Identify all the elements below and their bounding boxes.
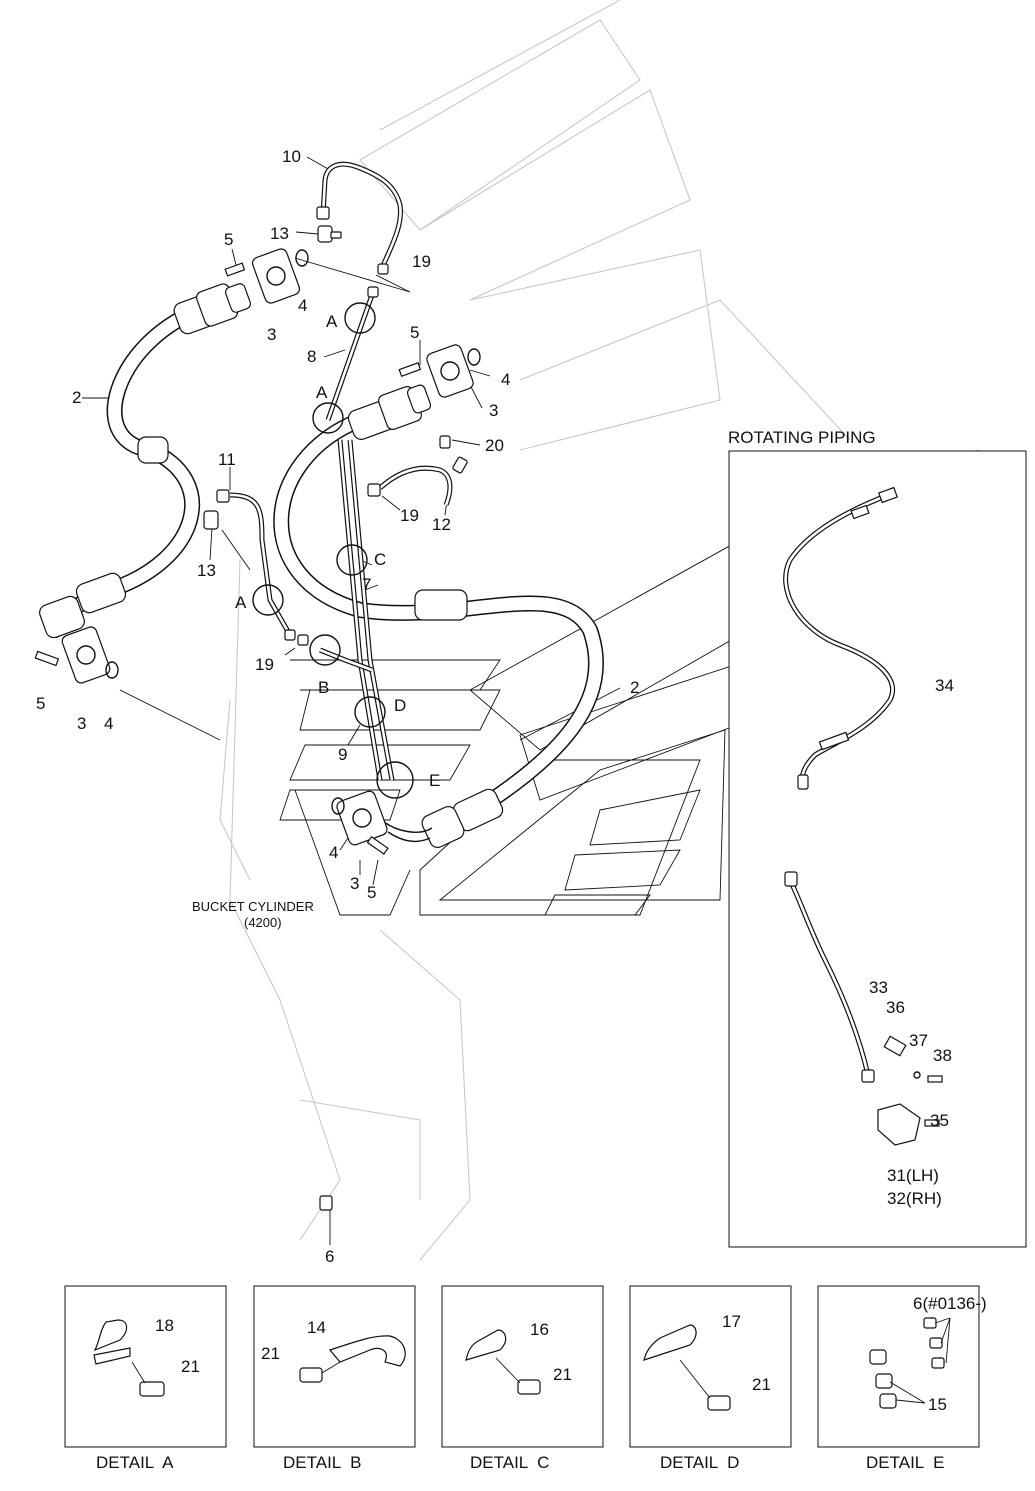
callout-label: 37 xyxy=(909,1031,928,1050)
callout-label: 38 xyxy=(933,1046,952,1065)
callout-label: 10 xyxy=(282,147,301,166)
callout-label: 4 xyxy=(104,714,113,733)
callout-label: 3 xyxy=(350,874,359,893)
rotating-piping-panel xyxy=(728,450,1027,1248)
callout-label: 19 xyxy=(412,252,431,271)
detail-caption: DETAIL B xyxy=(283,1453,361,1472)
callout-label: 7 xyxy=(362,575,371,594)
detail-caption: DETAIL D xyxy=(660,1453,739,1472)
detail-d-label: 21 xyxy=(752,1375,771,1394)
callout-label: D xyxy=(394,696,406,715)
detail-e-label: 6(#0136-) xyxy=(913,1294,987,1313)
callout-label: 5 xyxy=(367,883,376,902)
callout-label: 5 xyxy=(224,230,233,249)
callout-label: 31(LH) xyxy=(887,1166,939,1185)
detail-b-label: 21 xyxy=(261,1344,280,1363)
small-fittings xyxy=(203,206,468,1211)
callout-label: 20 xyxy=(485,436,504,455)
callout-label: 33 xyxy=(869,978,888,997)
rotating-piping-title: ROTATING PIPING xyxy=(728,428,876,447)
callout-label: 6 xyxy=(325,1247,334,1266)
callout-label: 3 xyxy=(77,714,86,733)
callout-label: 36 xyxy=(886,998,905,1017)
callout-label: C xyxy=(374,550,386,569)
steel-pipes xyxy=(229,161,453,781)
callout-label: 32(RH) xyxy=(887,1189,942,1208)
callout-label: 13 xyxy=(270,224,289,243)
callout-label: 3 xyxy=(267,325,276,344)
callout-label: 11 xyxy=(218,450,236,469)
clamp-circles xyxy=(252,302,414,799)
hose-end-fittings xyxy=(39,283,504,848)
callout-label: 35 xyxy=(930,1111,949,1130)
callout-label: 5 xyxy=(36,694,45,713)
detail-boxes xyxy=(64,1285,980,1448)
detail-a-label: 18 xyxy=(155,1316,174,1335)
callout-labels: 10 13 5 19 A 4 3 8 2 5 4 3 A 20 11 19 12… xyxy=(36,147,987,1472)
detail-c-label: 21 xyxy=(553,1365,572,1384)
flange-assemblies xyxy=(34,248,481,855)
background-logo xyxy=(279,517,781,916)
callout-label: B xyxy=(318,678,329,697)
hose-2-left xyxy=(47,297,223,638)
detail-d-label: 17 xyxy=(722,1312,741,1331)
callout-label: A xyxy=(235,593,247,612)
callout-label: A xyxy=(326,312,338,331)
bucket-cylinder-code: (4200) xyxy=(244,915,282,930)
detail-caption: DETAIL C xyxy=(470,1453,549,1472)
callout-label: 2 xyxy=(630,678,639,697)
detail-c-label: 16 xyxy=(530,1320,549,1339)
callout-label: 4 xyxy=(501,370,510,389)
detail-e-label: 15 xyxy=(928,1395,947,1414)
detail-caption: DETAIL E xyxy=(866,1453,944,1472)
detail-a-label: 21 xyxy=(181,1357,200,1376)
callout-label: 9 xyxy=(338,745,347,764)
callout-label: 4 xyxy=(329,843,338,862)
bucket-cylinder-label: BUCKET CYLINDER xyxy=(192,899,314,914)
detail-caption: DETAIL A xyxy=(96,1453,174,1472)
callout-label: A xyxy=(316,383,328,402)
callout-label: 12 xyxy=(432,515,451,534)
callout-label: 19 xyxy=(400,506,419,525)
callout-label: 8 xyxy=(307,347,316,366)
callout-label: 34 xyxy=(935,676,954,695)
boom-ghost-outline xyxy=(219,0,981,1261)
callout-label: 4 xyxy=(298,296,307,315)
callout-label: 3 xyxy=(489,401,498,420)
callout-label: 2 xyxy=(72,388,81,407)
callout-label: 5 xyxy=(410,323,419,342)
callout-label: 13 xyxy=(197,561,216,580)
hose-2-right xyxy=(273,412,604,828)
callout-label: E xyxy=(429,771,440,790)
detail-b-label: 14 xyxy=(307,1318,326,1337)
callout-label: 19 xyxy=(255,655,274,674)
